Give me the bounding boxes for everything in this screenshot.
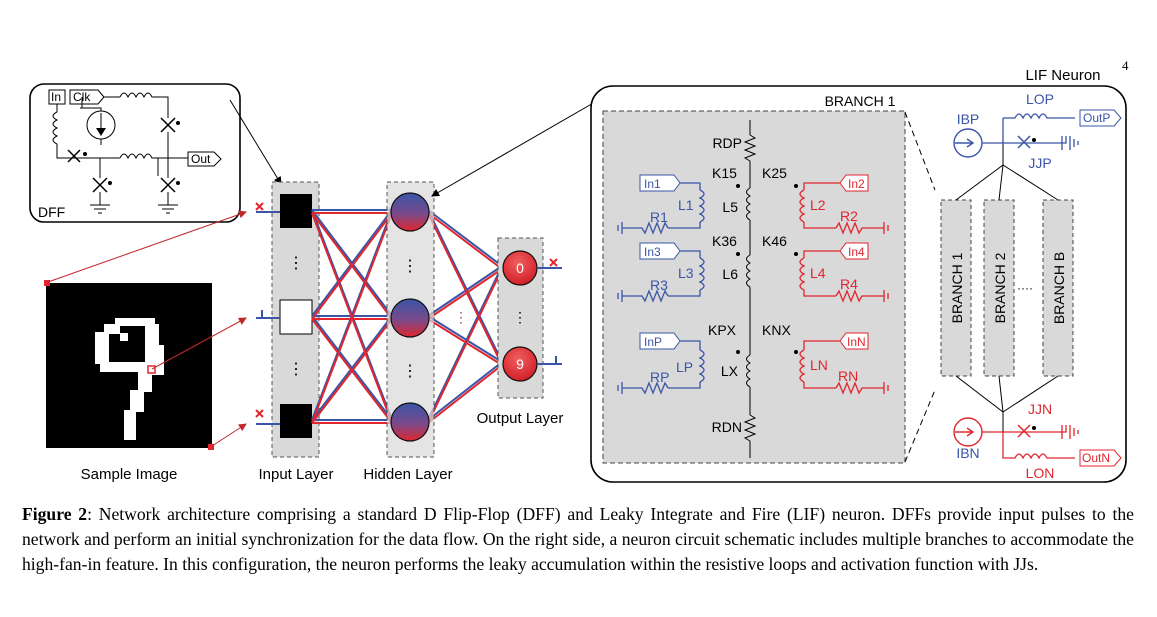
red-input-tags: In2 In4 InN — [839, 174, 869, 350]
lif-neuron-panel: LIF Neuron BRANCH 1 RDP RDN L5 L6 LX K15… — [590, 67, 1127, 483]
outn-label: OutN — [1082, 451, 1110, 465]
in4-label: In4 — [848, 245, 865, 259]
k15-label: K15 — [712, 165, 737, 181]
branch-hdots: ···· — [1017, 281, 1033, 295]
output-neuron-0: 0 — [516, 260, 524, 276]
lif-output-n: IBN JJN LON OutN — [953, 401, 1122, 481]
ibn-label: IBN — [956, 445, 979, 461]
input-vdots-1: ⋮ — [288, 255, 304, 272]
r4-label: R4 — [840, 276, 858, 292]
dff-in-label: In — [51, 90, 61, 104]
branch-b-label: BRANCH B — [1051, 252, 1067, 324]
hidden-vdots-1: ⋮ — [402, 258, 418, 275]
inp-label: InP — [644, 335, 662, 349]
dff-inset: In Clk Out — [29, 83, 241, 223]
lif-title: LIF Neuron — [1025, 67, 1100, 84]
hidden-layer-label: Hidden Layer — [363, 466, 452, 483]
lon-label: LON — [1026, 465, 1055, 481]
output-layer: 0 9 ⋮ Output Layer — [477, 237, 564, 427]
l3-label: L3 — [678, 265, 694, 281]
branch-stack: BRANCH 1 BRANCH 2 BRANCH B ···· — [940, 199, 1074, 377]
rdp-label: RDP — [712, 135, 742, 151]
ibp-label: IBP — [957, 111, 980, 127]
l2-label: L2 — [810, 197, 826, 213]
l1-label: L1 — [678, 197, 694, 213]
r1-label: R1 — [650, 209, 668, 225]
knx-label: KNX — [762, 322, 791, 338]
jjn-label: JJN — [1028, 401, 1052, 417]
r2-label: R2 — [840, 208, 858, 224]
caption-label: Figure 2 — [22, 504, 88, 524]
l5-label: L5 — [722, 199, 738, 215]
in1-label: In1 — [644, 177, 661, 191]
rdn-label: RDN — [712, 419, 742, 435]
input-layer-label: Input Layer — [258, 466, 333, 483]
in2-label: In2 — [848, 177, 865, 191]
sample-image-label: Sample Image — [81, 466, 178, 483]
branch-2-label: BRANCH 2 — [992, 252, 1008, 323]
digit-nine-pixels — [95, 318, 164, 440]
jjp-label: JJP — [1028, 155, 1051, 171]
inn-label: InN — [847, 335, 866, 349]
branch-1-label: BRANCH 1 — [949, 252, 965, 323]
lp-label: LP — [676, 359, 693, 375]
output-vdots: ⋮ — [513, 309, 527, 325]
hidden-vdots-2: ⋮ — [402, 363, 418, 380]
blue-input-tags: In1 In3 InP — [639, 174, 681, 350]
k36-label: K36 — [712, 233, 737, 249]
lx-label: LX — [721, 363, 739, 379]
hidden-layer: ⋮ ⋮ Hidden Layer — [363, 181, 453, 483]
page-number: 4 — [1122, 58, 1129, 73]
l4-label: L4 — [810, 265, 826, 281]
output-layer-label: Output Layer — [477, 410, 564, 427]
in3-label: In3 — [644, 245, 661, 259]
output-neuron-9: 9 — [516, 356, 524, 372]
conn-vdots-1: ⋮ — [344, 309, 358, 325]
lop-label: LOP — [1026, 91, 1054, 107]
caption-text: : Network architecture comprising a stan… — [22, 504, 1134, 574]
sample-image: Sample Image — [44, 280, 214, 483]
rp-label: RP — [650, 369, 669, 385]
k46-label: K46 — [762, 233, 787, 249]
k25-label: K25 — [762, 165, 787, 181]
ln-label: LN — [810, 357, 828, 373]
rn-label: RN — [838, 368, 858, 384]
conn-vdots-2: ⋮ — [454, 309, 468, 325]
r3-label: R3 — [650, 277, 668, 293]
branch-1-title: BRANCH 1 — [825, 93, 896, 109]
connections: ⋮ ⋮ — [311, 209, 503, 424]
dff-out-label: Out — [191, 152, 211, 166]
lif-output-p: IBP JJP LOP OutP — [953, 91, 1122, 171]
outp-label: OutP — [1083, 111, 1110, 125]
input-vdots-2: ⋮ — [288, 361, 304, 378]
l6-label: L6 — [722, 266, 738, 282]
dff-label: DFF — [38, 204, 65, 220]
kpx-label: KPX — [708, 322, 737, 338]
figure-caption: Figure 2: Network architecture comprisin… — [22, 502, 1134, 577]
figure-2: In Clk Out — [29, 67, 1127, 483]
